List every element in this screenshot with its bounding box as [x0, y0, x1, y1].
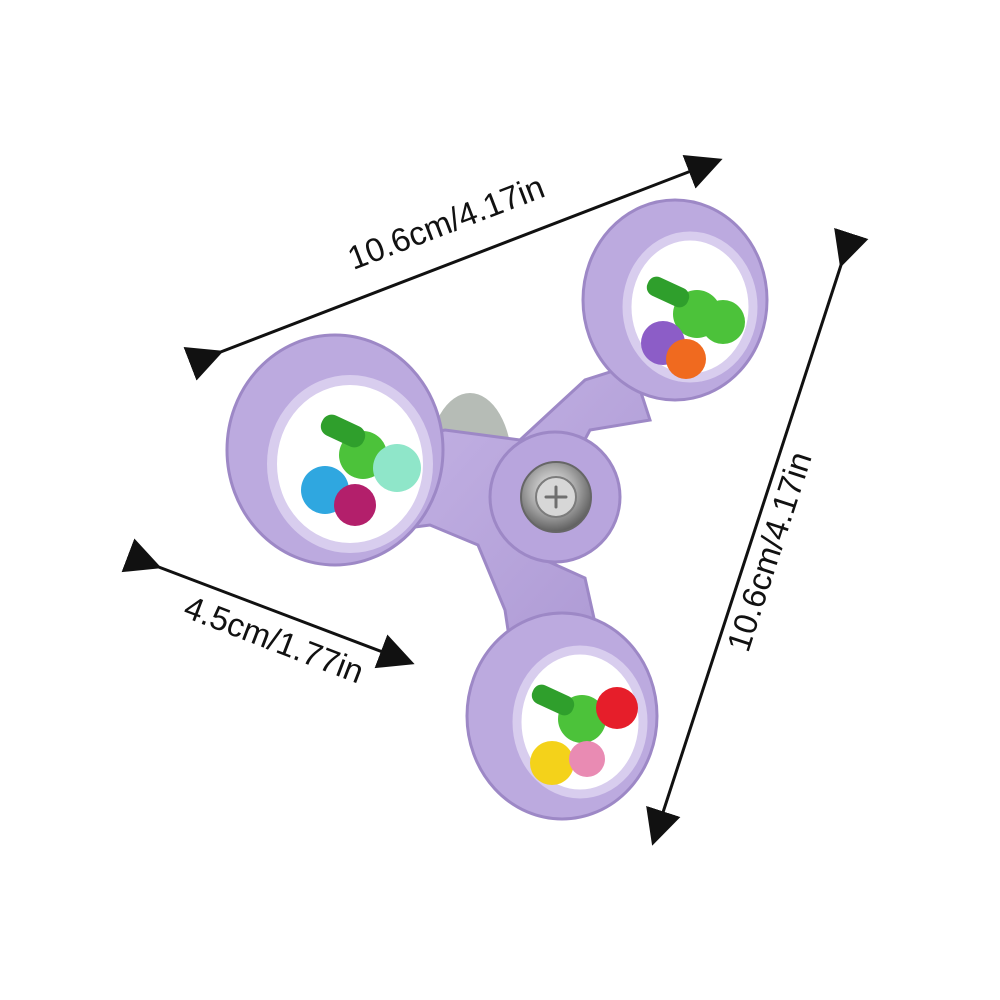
dimension-arrows [121, 154, 869, 846]
screw-cross-icon [544, 485, 568, 509]
fidget-spinner [225, 198, 769, 821]
bottom-ring [465, 611, 659, 821]
top-right-ring [581, 198, 769, 402]
top-width-label: 10.6cm/4.17in [342, 168, 549, 277]
thickness-arrow [121, 538, 415, 669]
side-height-label: 10.6cm/4.17in [719, 447, 818, 656]
side-height-arrow [646, 227, 869, 846]
left-ring [225, 333, 445, 567]
thickness-label: 4.5cm/1.77in [179, 588, 369, 690]
top-width-arrow [183, 154, 723, 381]
